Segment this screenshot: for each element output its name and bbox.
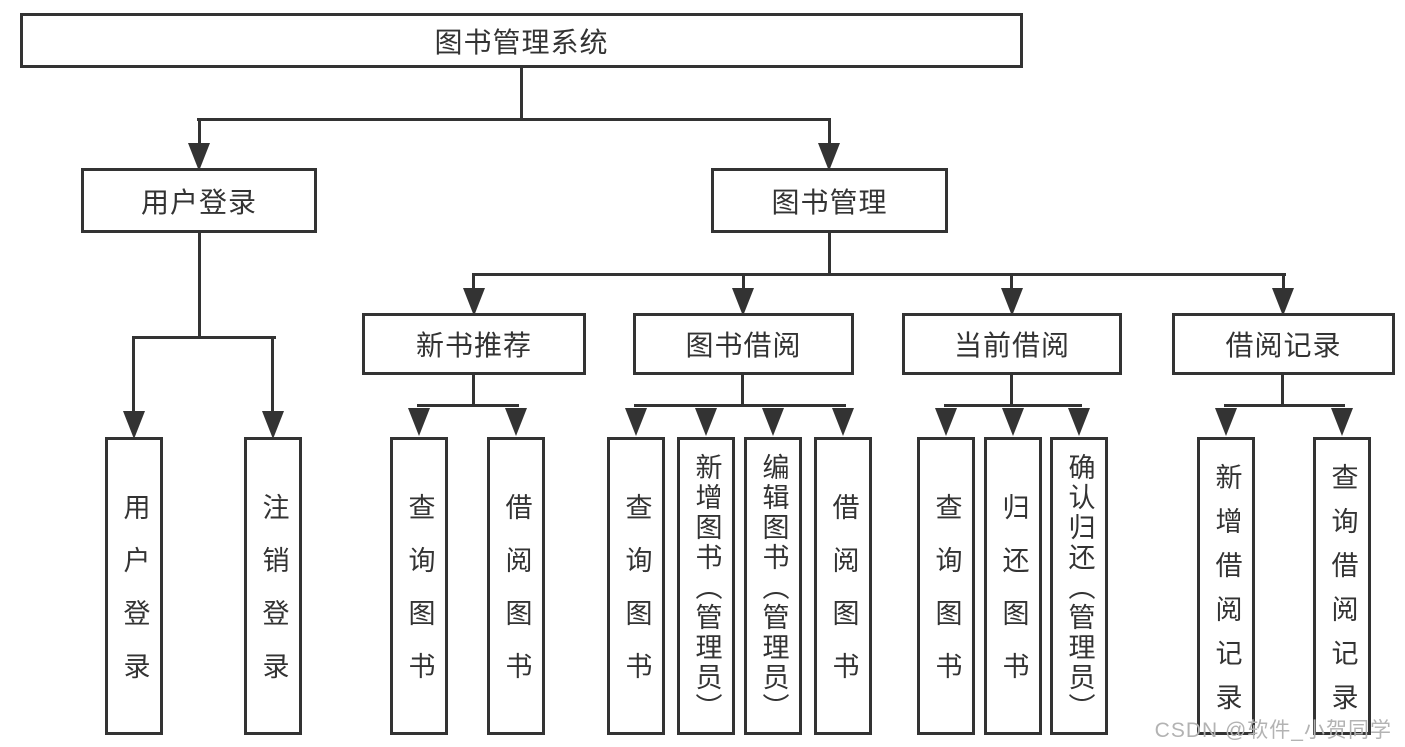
node-label: 图书管理系统 [434, 26, 609, 58]
leaf-current-query-books: 查询图书 [917, 437, 975, 735]
node-label: 查询图书 [931, 493, 962, 705]
node-label: 用户登录 [119, 493, 150, 705]
connector-line [1281, 375, 1284, 405]
leaf-borrow-query-books: 查询图书 [607, 437, 665, 735]
arrow-down-icon [1215, 408, 1237, 436]
connector-line [944, 404, 1082, 407]
arrow-down-icon [1331, 408, 1353, 436]
arrow-down-icon [762, 408, 784, 436]
node-new-book-recommend: 新书推荐 [362, 313, 586, 375]
connector-line [271, 336, 274, 413]
leaf-recommend-borrow-books: 借阅图书 [487, 437, 545, 735]
arrow-down-icon [935, 408, 957, 436]
csdn-watermark: CSDN @软件_小贺同学 [1154, 719, 1392, 742]
leaf-current-confirm-return-admin: 确认归还（管理员） [1050, 437, 1108, 735]
connector-line [132, 336, 135, 413]
connector-line [1224, 404, 1345, 407]
arrow-down-icon [188, 143, 210, 171]
connector-line [1010, 375, 1013, 405]
arrow-down-icon [1002, 408, 1024, 436]
connector-line [520, 68, 523, 118]
connector-line [828, 118, 831, 146]
arrow-down-icon [695, 408, 717, 436]
node-label: 新增借阅记录 [1211, 462, 1242, 727]
connector-line [472, 273, 475, 290]
arrow-down-icon [262, 411, 284, 439]
node-label: 查询借阅记录 [1327, 462, 1358, 727]
arrow-down-icon [1068, 408, 1090, 436]
connector-line [828, 233, 831, 273]
node-current-borrow: 当前借阅 [902, 313, 1122, 375]
node-book-borrow: 图书借阅 [633, 313, 854, 375]
node-label: 借阅图书 [828, 493, 859, 705]
connector-line [198, 118, 201, 146]
connector-line [133, 336, 276, 339]
node-label: 借阅图书 [501, 493, 532, 705]
arrow-down-icon [123, 411, 145, 439]
leaf-borrow-add-books-admin: 新增图书（管理员） [677, 437, 735, 735]
node-label: 借阅记录 [1225, 330, 1342, 361]
connector-line [741, 375, 744, 405]
node-label: 新书推荐 [415, 330, 532, 361]
node-label: 归还图书 [998, 493, 1029, 705]
leaf-logout: 注销登录 [244, 437, 302, 735]
arrow-down-icon [832, 408, 854, 436]
node-book-management: 图书管理 [711, 168, 948, 233]
node-label: 编辑图书（管理员） [758, 452, 789, 723]
node-label: 查询图书 [404, 493, 435, 705]
connector-line [634, 404, 846, 407]
arrow-down-icon [505, 408, 527, 436]
connector-line [472, 375, 475, 405]
leaf-recommend-query-books: 查询图书 [390, 437, 448, 735]
node-label: 确认归还（管理员） [1064, 452, 1095, 723]
connector-line [742, 273, 745, 290]
arrow-down-icon [1272, 288, 1294, 316]
connector-line [472, 273, 1286, 276]
node-label: 新增图书（管理员） [691, 452, 722, 723]
leaf-records-add-record: 新增借阅记录 [1197, 437, 1255, 735]
leaf-records-query-record: 查询借阅记录 [1313, 437, 1371, 735]
leaf-current-return-books: 归还图书 [984, 437, 1042, 735]
node-label: 图书管理 [771, 186, 888, 218]
node-label: 查询图书 [621, 493, 652, 705]
connector-line [1282, 273, 1285, 290]
node-root: 图书管理系统 [20, 13, 1023, 68]
node-user-login: 用户登录 [81, 168, 317, 233]
node-label: 用户登录 [140, 186, 257, 218]
connector-line [417, 404, 519, 407]
leaf-borrow-edit-books-admin: 编辑图书（管理员） [744, 437, 802, 735]
arrow-down-icon [463, 288, 485, 316]
leaf-borrow-borrow-books: 借阅图书 [814, 437, 872, 735]
node-borrow-records: 借阅记录 [1172, 313, 1395, 375]
node-label: 注销登录 [258, 493, 289, 705]
connector-line [197, 118, 831, 121]
arrow-down-icon [1001, 288, 1023, 316]
arrow-down-icon [625, 408, 647, 436]
leaf-user-login: 用户登录 [105, 437, 163, 735]
node-label: 图书借阅 [685, 330, 802, 361]
arrow-down-icon [408, 408, 430, 436]
connector-line [198, 233, 201, 336]
arrow-down-icon [732, 288, 754, 316]
connector-line [1010, 273, 1013, 290]
node-label: 当前借阅 [953, 330, 1070, 361]
arrow-down-icon [818, 143, 840, 171]
